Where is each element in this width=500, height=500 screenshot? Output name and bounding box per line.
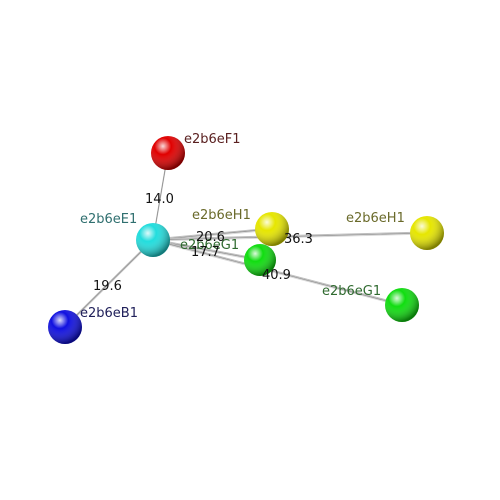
bond-line-e1-g1b: [152, 239, 403, 306]
bonds-layer: [64, 151, 428, 329]
bond-line-e1-g1b: [152, 238, 403, 305]
bond-line-e1-b1: [64, 239, 154, 328]
atom-sphere-h1b[interactable]: [410, 216, 444, 250]
atom-label-h1b: e2b6eH1: [346, 211, 405, 226]
bond-line-e1-g1b: [152, 240, 403, 307]
atom-sphere-f1[interactable]: [151, 136, 185, 170]
atom-label-b1: e2b6eB1: [80, 306, 138, 321]
atom-sphere-g1b[interactable]: [385, 288, 419, 322]
atom-sphere-h1a[interactable]: [255, 212, 289, 246]
atom-sphere-g1a[interactable]: [244, 244, 276, 276]
bond-line-e1-h1b: [152, 231, 428, 240]
distance-label: 36.3: [284, 232, 313, 247]
distance-label: 17.7: [191, 245, 220, 260]
distance-label: 19.6: [93, 279, 122, 294]
atom-label-g1b: e2b6eG1: [322, 284, 381, 299]
bond-line-e1-g1a: [152, 238, 261, 260]
atom-sphere-e1[interactable]: [136, 223, 170, 257]
bond-line-e1-b1: [64, 240, 154, 329]
labels-layer: e2b6eF1 e2b6eE1 e2b6eB1 e2b6eH1 e2b6eG1 e2b6e…: [80, 132, 405, 321]
atom-label-g1a: e2b6eG1: [180, 238, 239, 253]
bond-line-e1-h1b: [152, 233, 428, 242]
distance-label: 40.9: [262, 268, 291, 283]
distance-label: 14.0: [145, 192, 174, 207]
bond-line-e1-b1: [64, 238, 154, 327]
atoms-layer: [48, 136, 444, 344]
atom-label-f1: e2b6eF1: [184, 132, 241, 147]
atom-sphere-b1[interactable]: [48, 310, 82, 344]
distance-label: 20.6: [196, 230, 225, 245]
atom-label-h1a: e2b6eH1: [192, 208, 251, 223]
atom-label-e1: e2b6eE1: [80, 212, 137, 227]
distance-labels-layer: 14.0 19.6 20.617.7 36.3 40.9: [93, 192, 313, 294]
bond-line-e1-h1b: [152, 232, 428, 241]
bond-line-e1-h1a: [152, 227, 273, 240]
